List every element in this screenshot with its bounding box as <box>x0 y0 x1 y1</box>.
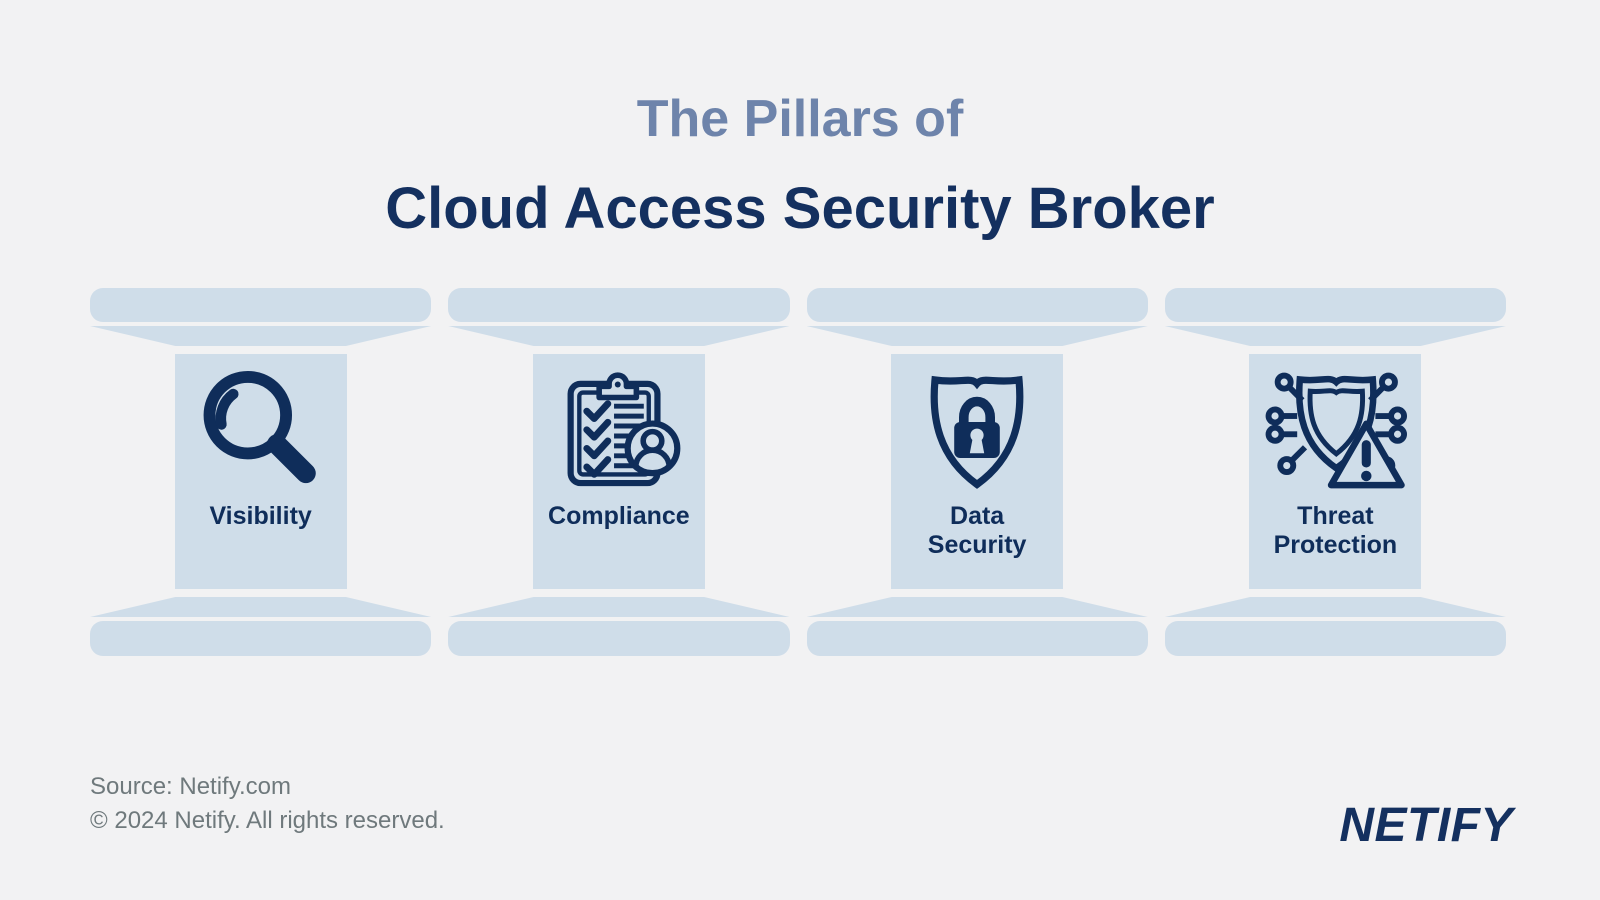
pillar-data-security: Data Security <box>806 288 1148 656</box>
pillar-label: Threat Protection <box>1273 502 1398 559</box>
pillar-cap-bottom <box>90 621 432 656</box>
pillar-threat-protection: Threat Protection <box>1164 288 1506 656</box>
pillar-shaft: Compliance <box>532 354 705 589</box>
pillar-capital-top <box>806 326 1148 346</box>
pillar-shaft: Visibility <box>174 354 347 589</box>
shield-circuit-alert-icon <box>1262 364 1408 498</box>
pillar-capital-bottom <box>1164 597 1506 617</box>
title-subtitle: The Pillars of <box>636 90 964 148</box>
pillar-visibility: Visibility <box>90 288 432 656</box>
pillar-capital-top <box>1164 326 1506 346</box>
pillar-cap-top <box>448 288 790 322</box>
footer-attribution: Source: Netify.com © 2024 Netify. All ri… <box>90 770 445 838</box>
pillar-capital-bottom <box>90 597 432 617</box>
page-title: Cloud Access Security Broker <box>385 175 1215 241</box>
pillar-capital-bottom <box>448 597 790 617</box>
pillar-cap-top <box>90 288 432 322</box>
pillar-cap-top <box>806 288 1148 322</box>
title-block: The Pillars of Cloud Access Security Bro… <box>0 0 1600 239</box>
netify-logo: NETIFY <box>1339 799 1513 852</box>
pillar-label: Data Security <box>927 502 1027 559</box>
pillar-cap-bottom <box>1164 621 1506 656</box>
pillar-cap-bottom <box>448 621 790 656</box>
pillars-section: Visibility <box>90 288 1506 656</box>
pillar-cap-top <box>1164 288 1506 322</box>
pillar-capital-top <box>448 326 790 346</box>
footer-source: Source: Netify.com <box>90 773 291 800</box>
footer-copyright: © 2024 Netify. All rights reserved. <box>90 807 445 834</box>
pillar-cap-bottom <box>806 621 1148 656</box>
pillar-capital-bottom <box>806 597 1148 617</box>
clipboard-checklist-icon <box>557 364 681 498</box>
pillar-capital-top <box>90 326 432 346</box>
pillar-shaft: Data Security <box>891 354 1064 589</box>
pillar-label: Visibility <box>209 502 312 530</box>
magnifying-glass-icon <box>195 364 327 498</box>
pillar-label: Compliance <box>548 502 690 530</box>
pillar-shaft: Threat Protection <box>1249 354 1422 589</box>
pillar-compliance: Compliance <box>448 288 790 656</box>
shield-lock-icon <box>917 364 1037 498</box>
